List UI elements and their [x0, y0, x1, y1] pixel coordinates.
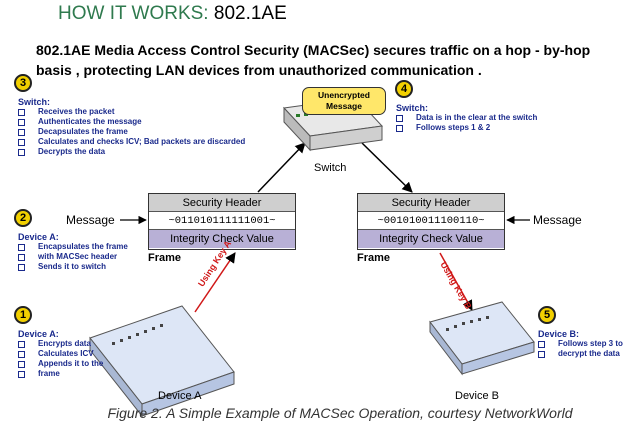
step-2-badge: 2: [14, 209, 32, 227]
switch-label: Switch: [314, 162, 347, 174]
frame-right: Security Header ~001010011100110~ Integr…: [357, 193, 505, 250]
headline: 802.1AE Media Access Control Security (M…: [36, 42, 591, 78]
encrypted-payload-left: ~011010111111001~: [149, 212, 295, 230]
title-prefix: HOW IT WORKS:: [58, 3, 209, 24]
step-1-notes: Device A: Encrypts data Calculates ICV A…: [18, 329, 138, 379]
frame-label-left: Frame: [148, 252, 182, 264]
frame-left: Security Header ~011010111111001~ Integr…: [148, 193, 296, 250]
step-2-notes: Device A: Encapsulates the frame with MA…: [18, 232, 148, 272]
page-title: HOW IT WORKS: 802.1AE: [58, 3, 287, 25]
list-item: decrypt the data: [538, 349, 638, 359]
list-item: Receives the packet: [18, 107, 303, 117]
arrow-left-to-switch: [257, 142, 306, 193]
list-item: Follows steps 1 & 2: [396, 123, 596, 133]
title-suffix: 802.1AE: [213, 3, 287, 24]
list-item: with MACSec header: [18, 252, 148, 262]
list-item: Calculates ICV: [18, 349, 138, 359]
security-header-right: Security Header: [358, 194, 504, 212]
frame-label-right: Frame: [357, 252, 391, 264]
unencrypted-message-callout: Unencrypted Message: [302, 87, 386, 115]
arrow-switch-to-right: [361, 142, 413, 193]
list-item: Follows step 3 to: [538, 339, 638, 349]
step-3-notes: Switch: Receives the packet Authenticate…: [18, 97, 303, 157]
step-1-badge: 1: [14, 306, 32, 324]
icv-right: Integrity Check Value: [358, 230, 504, 248]
step-4-title: Switch:: [396, 103, 429, 113]
link-device-a: [194, 252, 236, 313]
icv-left: Integrity Check Value: [149, 230, 295, 248]
list-item: Decrypts the data: [18, 147, 303, 157]
list-item: Authenticates the message: [18, 117, 303, 127]
step-4-notes: Switch: Data is in the clear at the swit…: [396, 103, 596, 133]
list-item: Decapsulates the frame: [18, 127, 303, 137]
device-b-icon: [429, 301, 535, 376]
step-5-notes: Device B: Follows step 3 to decrypt the …: [538, 329, 638, 359]
list-item: Encapsulates the frame: [18, 242, 148, 252]
message-label-left: Message: [66, 213, 115, 227]
step-2-title: Device A:: [18, 232, 59, 242]
list-item: Sends it to switch: [18, 262, 148, 272]
step-3-title: Switch:: [18, 97, 51, 107]
message-label-right: Message: [533, 213, 582, 227]
step-1-title: Device A:: [18, 329, 59, 339]
encrypted-payload-right: ~001010011100110~: [358, 212, 504, 230]
step-5-title: Device B:: [538, 329, 580, 339]
step-3-badge: 3: [14, 74, 32, 92]
list-item: Data is in the clear at the switch: [396, 113, 596, 123]
list-item: Encrypts data: [18, 339, 138, 349]
step-5-badge: 5: [538, 306, 556, 324]
step-4-badge: 4: [395, 80, 413, 98]
list-item: Calculates and checks ICV; Bad packets a…: [18, 137, 303, 147]
device-a-label: Device A: [158, 390, 202, 402]
device-b-label: Device B: [455, 390, 500, 402]
link-device-b: [439, 252, 473, 311]
security-header-left: Security Header: [149, 194, 295, 212]
device-a-icon: [89, 305, 235, 418]
list-item: frame: [18, 369, 138, 379]
list-item: Appends it to the: [18, 359, 138, 369]
figure-caption: Figure 2. A Simple Example of MACSec Ope…: [107, 405, 573, 421]
